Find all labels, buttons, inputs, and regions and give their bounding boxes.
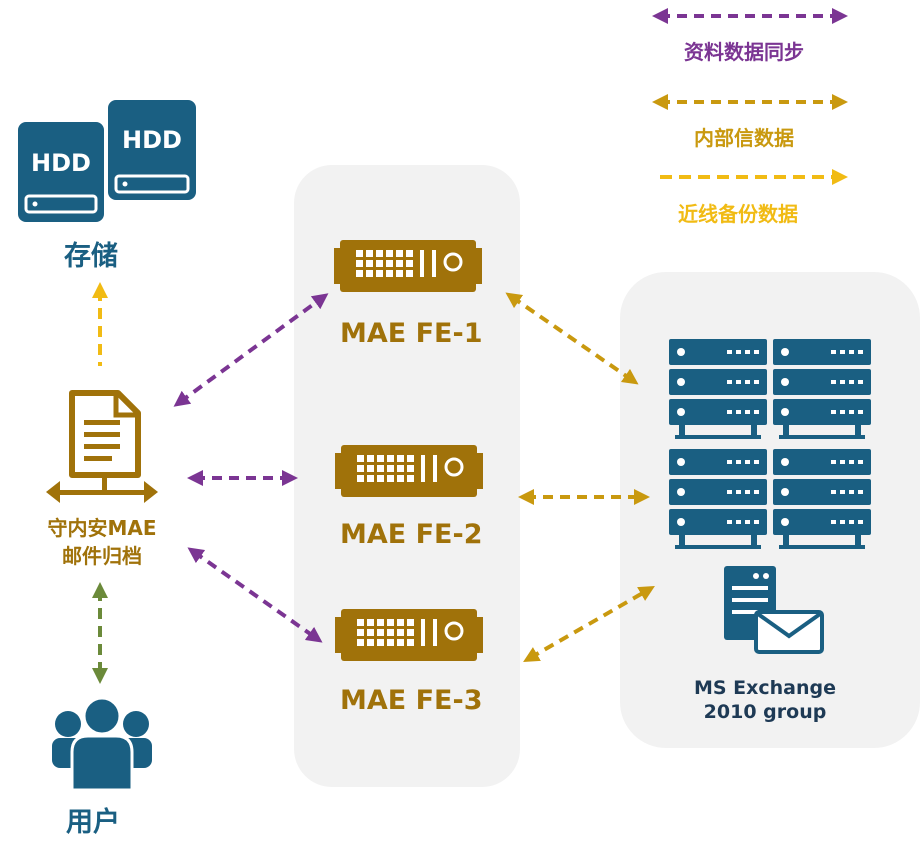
hdd-label-front: HDD: [31, 149, 91, 177]
hdd-label-back: HDD: [122, 126, 182, 154]
internal-arrow-fe1: [505, 292, 639, 385]
users-icon: [52, 696, 152, 792]
sync-arrow-fe3: [187, 547, 323, 643]
fe1-label: MAE FE-1: [340, 318, 483, 349]
users-label: 用户: [66, 807, 120, 838]
fe2-label: MAE FE-2: [340, 519, 483, 550]
archive-label-line2: 邮件归档: [62, 544, 142, 568]
legend-sync-label: 资料数据同步: [684, 40, 804, 64]
legend-internal-label: 内部信数据: [694, 126, 794, 150]
server-icon-fe1: [332, 238, 484, 294]
server-stack-icon: [669, 449, 767, 549]
mail-server-icon: [724, 566, 824, 654]
exchange-label-line1: MS Exchange: [693, 677, 837, 699]
hdd-icon: HDD: [108, 100, 196, 200]
internal-arrow-fe3: [523, 586, 655, 662]
fe3-label: MAE FE-3: [340, 685, 483, 716]
server-stack-icon: [773, 449, 871, 549]
document-icon: [46, 390, 158, 503]
server-icon-fe2: [333, 443, 485, 499]
server-icon-fe3: [333, 607, 485, 663]
server-stack-icon: [669, 339, 767, 439]
legend-backup-label: 近线备份数据: [678, 202, 798, 226]
exchange-label-line2: 2010 group: [703, 701, 827, 723]
sync-arrow-fe1: [173, 293, 329, 407]
archive-label-line1: 守内安MAE: [47, 516, 157, 540]
server-stack-icon: [773, 339, 871, 439]
hdd-icon: HDD: [18, 122, 104, 222]
exchange-label: MS Exchange 2010 group: [680, 676, 850, 724]
archive-label: 守内安MAE 邮件归档: [20, 514, 184, 570]
storage-label: 存储: [64, 241, 118, 272]
